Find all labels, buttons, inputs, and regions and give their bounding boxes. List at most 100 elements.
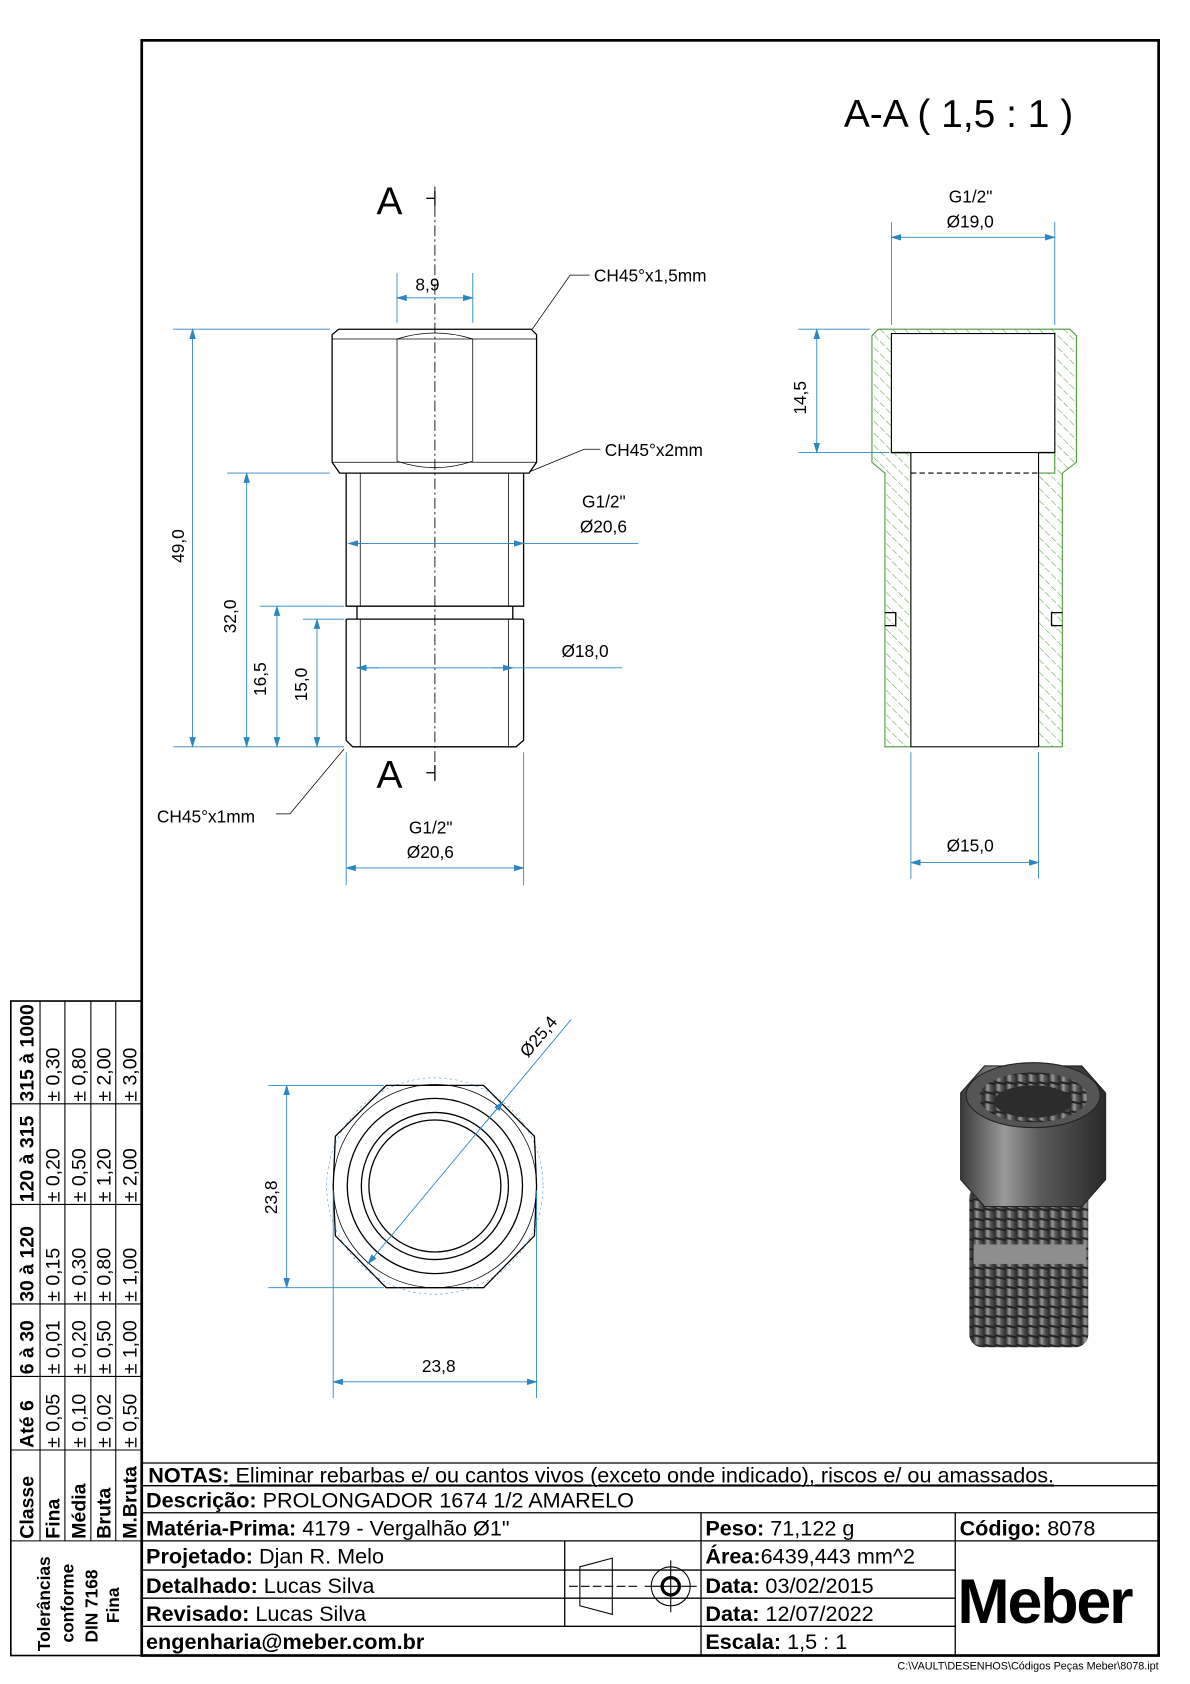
tolerance-value: ± 2,00	[119, 1148, 141, 1202]
tolerance-header: Classe	[17, 1476, 39, 1539]
tolerance-note: DIN 7168	[81, 1569, 101, 1642]
tolerance-value: ± 0,10	[68, 1394, 90, 1448]
area-value: 6439,443 mm^2	[761, 1544, 915, 1569]
tolerance-value: ± 0,30	[43, 1047, 65, 1101]
escala-value: 1,5 : 1	[781, 1629, 847, 1654]
chamfer-top-note: CH45°x1,5mm	[594, 266, 707, 286]
descricao-label: Descrição:	[146, 1487, 257, 1512]
projection-symbol	[569, 1557, 697, 1616]
detalhado-label: Detalhado:	[146, 1573, 258, 1598]
thread-upper-dia: Ø20,6	[580, 517, 627, 537]
tolerance-value: ± 0,50	[119, 1394, 141, 1448]
tolerance-value: ± 0,02	[93, 1394, 115, 1448]
tolerance-range: 30 à 120	[17, 1226, 39, 1302]
tolerance-range: 315 à 1000	[17, 1004, 39, 1102]
section-view: G1/2" Ø19,0 14,5 Ø15,0	[790, 187, 1077, 879]
tolerance-class: M.Bruta	[119, 1466, 141, 1539]
tolerance-value: ± 0,01	[43, 1320, 65, 1374]
hex-body	[331, 328, 538, 474]
thread-upper-label: G1/2"	[582, 492, 626, 512]
thread-lower-label: G1/2"	[409, 817, 453, 837]
bore-dia: Ø15,0	[947, 836, 994, 856]
tolerance-value: ± 1,00	[119, 1248, 141, 1302]
tolerance-value: ± 3,00	[119, 1047, 141, 1101]
tolerance-range: Até 6	[17, 1400, 39, 1448]
tolerance-value: ± 1,20	[93, 1148, 115, 1202]
bore-thread-label: G1/2"	[949, 187, 993, 207]
tolerance-value: ± 0,20	[68, 1320, 90, 1374]
tolerance-value: ± 0,20	[43, 1148, 65, 1202]
tolerance-class: Média	[68, 1483, 90, 1538]
svg-text:Data: 12/07/2022: Data: 12/07/2022	[705, 1601, 873, 1626]
bore-depth: 14,5	[790, 381, 810, 415]
part-3d-render	[960, 1062, 1107, 1348]
materia-label: Matéria-Prima:	[146, 1515, 296, 1540]
projetado-value: Djan R. Melo	[253, 1544, 384, 1569]
dim-thread-length: 32,0	[220, 600, 240, 634]
bottom-view: Ø25,4 23,8 23,8	[261, 1012, 572, 1399]
svg-text:Peso: 71,122 g: Peso: 71,122 g	[705, 1515, 854, 1540]
peso-label: Peso:	[705, 1515, 764, 1540]
svg-text:Descrição: PROLONGADOR 1674 1/: Descrição: PROLONGADOR 1674 1/2 AMARELO	[146, 1487, 634, 1512]
svg-text:Matéria-Prima: 4179 - Vergalhã: Matéria-Prima: 4179 - Vergalhão Ø1"	[146, 1515, 509, 1540]
revisado-value: Lucas Silva	[249, 1601, 367, 1626]
dim-total-length: 49,0	[168, 529, 188, 563]
tolerance-note: Fina	[103, 1587, 123, 1623]
notes-text: Eliminar rebarbas e/ ou cantos vivos (ex…	[230, 1462, 1055, 1487]
tolerance-note: conforme	[58, 1563, 78, 1642]
tolerance-range: 6 à 30	[17, 1320, 39, 1374]
peso-value: 71,122 g	[764, 1515, 854, 1540]
projetado-label: Projetado:	[146, 1544, 253, 1569]
front-view: A A	[157, 181, 707, 886]
section-title: A-A ( 1,5 : 1 )	[844, 93, 1073, 136]
svg-text:Área:6439,443 mm^2: Área:6439,443 mm^2	[705, 1544, 915, 1569]
svg-text:Detalhado: Lucas Silva: Detalhado: Lucas Silva	[146, 1573, 375, 1598]
tolerance-value: ± 0,05	[43, 1394, 65, 1448]
data-revisao-label: Data:	[705, 1601, 759, 1626]
dim-across-flats-horizontal: 23,8	[422, 1356, 456, 1376]
chamfer-bottom-note: CH45°x1mm	[157, 807, 255, 827]
tolerance-class: Bruta	[93, 1488, 115, 1539]
chamfer-mid-note: CH45°x2mm	[605, 440, 703, 460]
tolerance-range: 120 à 315	[17, 1115, 39, 1202]
tolerance-note: Tolerâncias	[34, 1556, 54, 1651]
area-label: Área:	[705, 1544, 760, 1569]
email: engenharia@meber.com.br	[146, 1629, 425, 1654]
data-criacao-label: Data:	[705, 1573, 759, 1598]
tolerance-value: ± 0,80	[93, 1248, 115, 1302]
revisado-label: Revisado:	[146, 1601, 249, 1626]
tolerance-value: ± 0,50	[68, 1148, 90, 1202]
tolerance-value: ± 0,30	[68, 1248, 90, 1302]
codigo-label: Código:	[960, 1515, 1042, 1540]
dim-across-corners: Ø25,4	[516, 1012, 562, 1061]
tolerance-value: ± 0,50	[93, 1320, 115, 1374]
escala-label: Escala:	[705, 1629, 781, 1654]
dim-hex-width: 8,9	[415, 274, 439, 294]
bore-thread-dia: Ø19,0	[947, 212, 994, 232]
tolerance-value: ± 2,00	[93, 1047, 115, 1101]
tolerance-value: ± 0,80	[68, 1047, 90, 1101]
tolerance-class: Fina	[43, 1498, 65, 1538]
svg-text:Escala: 1,5 : 1: Escala: 1,5 : 1	[705, 1629, 847, 1654]
svg-text:Revisado: Lucas Silva: Revisado: Lucas Silva	[146, 1601, 367, 1626]
notes-label: NOTAS:	[148, 1462, 229, 1487]
data-criacao-value: 03/02/2015	[759, 1573, 873, 1598]
section-mark-top: A	[376, 181, 402, 224]
svg-text:Código: 8078: Código: 8078	[960, 1515, 1096, 1540]
thread-lower-dia: Ø20,6	[407, 842, 454, 862]
data-revisao-value: 12/07/2022	[759, 1601, 873, 1626]
title-block: NOTAS: Eliminar rebarbas e/ ou cantos vi…	[141, 1462, 1159, 1673]
sheet-border	[140, 39, 1160, 1657]
svg-text:Projetado: Djan R. Melo: Projetado: Djan R. Melo	[146, 1544, 384, 1569]
meber-logo: Meber	[957, 1567, 1133, 1637]
file-path: C:\VAULT\DESENHOS\Códigos Peças Meber\80…	[897, 1661, 1158, 1673]
materia-value: 4179 - Vergalhão Ø1"	[296, 1515, 509, 1540]
svg-text:Data: 03/02/2015: Data: 03/02/2015	[705, 1573, 873, 1598]
descricao-value: PROLONGADOR 1674 1/2 AMARELO	[257, 1487, 634, 1512]
dim-lower-length: 15,0	[291, 668, 311, 702]
tolerance-table: Classe Fina Média Bruta M.Bruta Tolerânc…	[10, 1000, 143, 1657]
groove-dia: Ø18,0	[561, 641, 608, 661]
section-mark-bottom: A	[376, 754, 402, 797]
tolerance-value: ± 1,00	[119, 1320, 141, 1374]
